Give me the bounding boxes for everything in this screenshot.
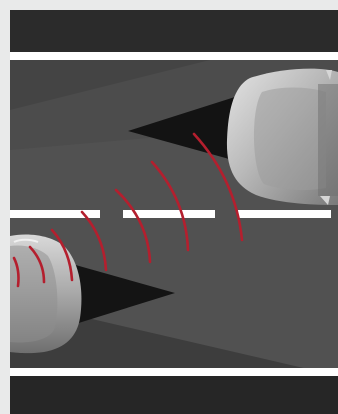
lane-line-top xyxy=(10,52,338,60)
lane-line-bottom xyxy=(10,368,338,376)
bottom-road-band xyxy=(10,376,338,414)
lead-car-icon xyxy=(227,69,338,205)
lane-dash-3 xyxy=(238,210,331,218)
